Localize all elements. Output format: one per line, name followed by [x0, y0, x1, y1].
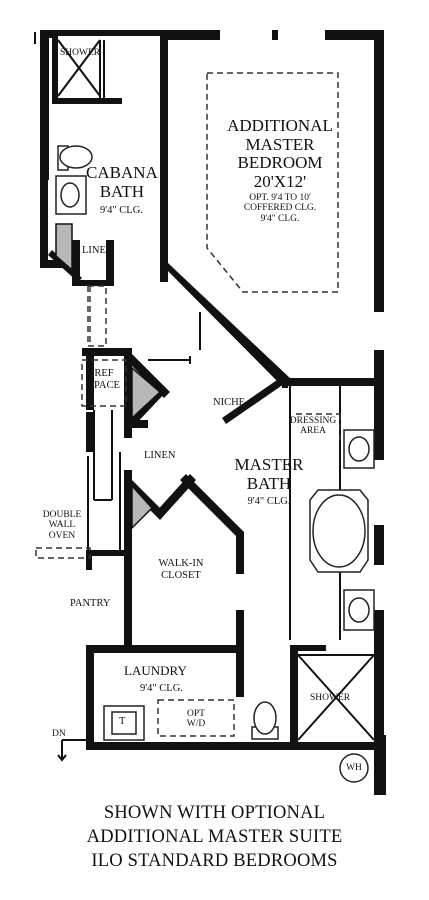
dn-label: DN	[52, 729, 66, 739]
ref-space-label: REF SPACE	[88, 368, 120, 391]
additional-master-label: ADDITIONAL MASTER BEDROOM 20'X12'	[227, 116, 333, 192]
dressing-area-label: DRESSING AREA	[289, 416, 337, 437]
caption-line-3: ILO STANDARD BEDROOMS	[91, 851, 338, 871]
opt-wd-label: OPT W/D	[186, 709, 206, 730]
shower-top-label: SHOWER	[60, 48, 101, 58]
laundry-label: LAUNDRY	[124, 663, 187, 678]
fixtures	[55, 145, 375, 783]
caption-line-2: ADDITIONAL MASTER SUITE	[86, 827, 343, 847]
wh-label: WH	[346, 763, 362, 773]
caption-line-1: SHOWN WITH OPTIONAL	[103, 803, 326, 823]
double-wall-oven-label: DOUBLE WALL OVEN	[42, 510, 82, 541]
cabana-clg-label: 9'4" CLG.	[100, 205, 143, 216]
dashed-lines	[35, 72, 341, 737]
master-bath-label: MASTER BATH	[234, 455, 304, 493]
opt-clg-label: OPT. 9'4 TO 10' COFFERED CLG. 9'4" CLG.	[243, 193, 317, 224]
cabana-bath-label: CABANA BATH	[86, 163, 158, 201]
tub-t-label: T	[119, 716, 126, 727]
walls	[40, 30, 386, 795]
linen-top-label: LINEN	[82, 245, 114, 256]
laundry-clg-label: 9'4" CLG.	[140, 683, 183, 694]
master-bath-clg-label: 9'4" CLG.	[247, 496, 291, 507]
linen-mid-label: LINEN	[144, 450, 176, 461]
pantry-label: PANTRY	[70, 598, 111, 609]
walk-in-closet-label: WALK-IN CLOSET	[158, 558, 204, 581]
niche-label: NICHE	[213, 397, 246, 408]
shower-bottom-label: SHOWER	[310, 693, 351, 703]
